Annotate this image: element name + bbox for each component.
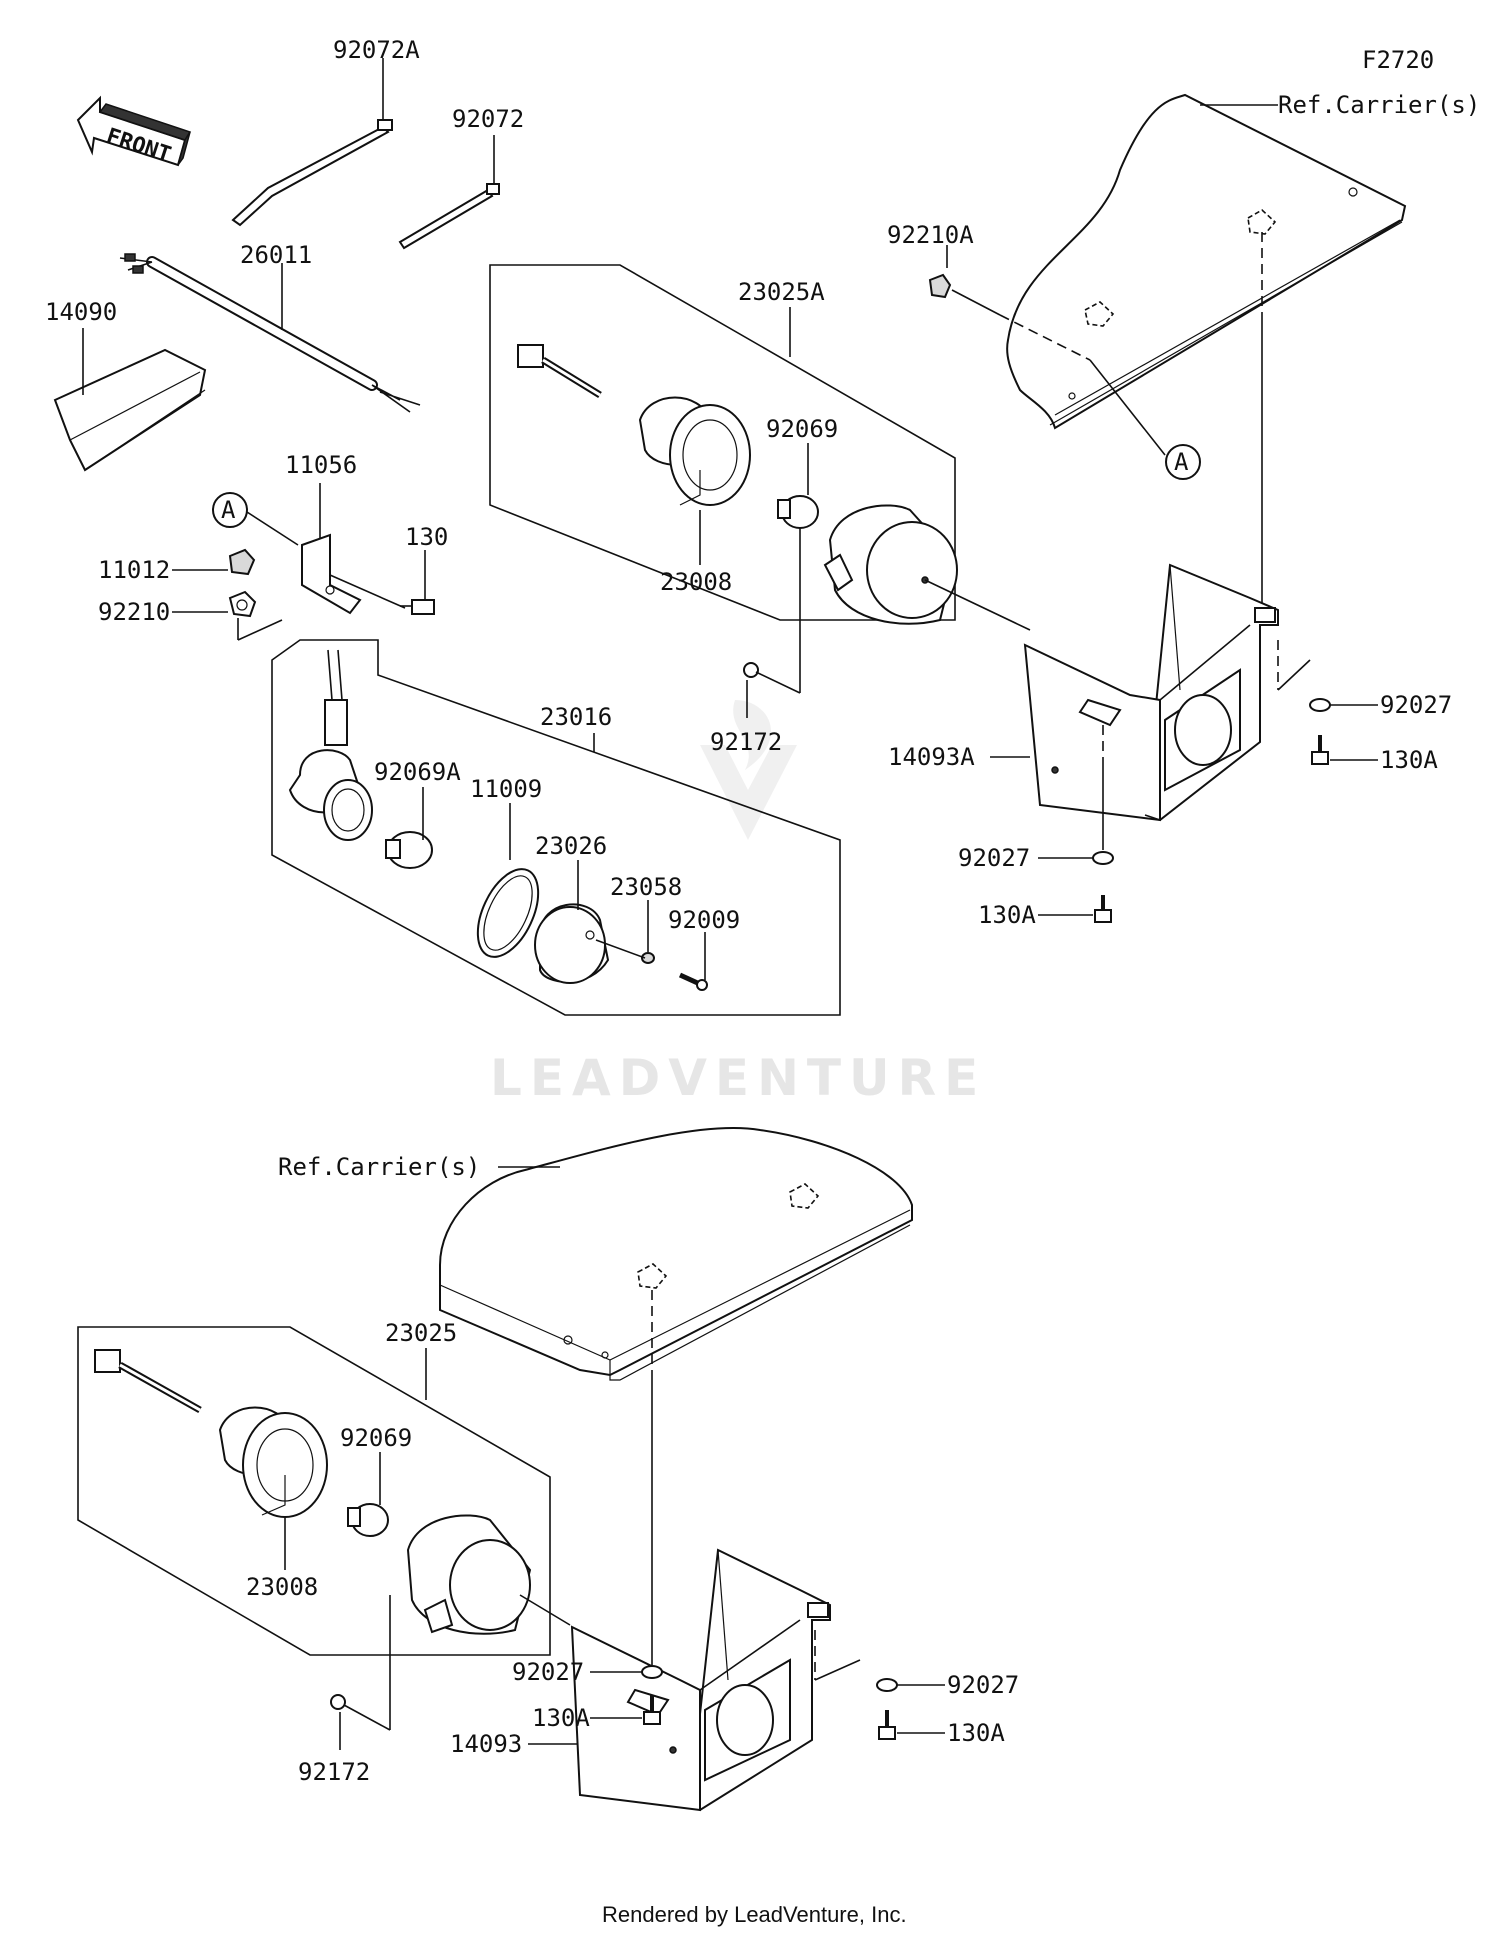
label-92172-bottom: 92172	[298, 1758, 370, 1786]
bulb-92069-bottom	[347, 1503, 389, 1537]
label-92027-b2: 92027	[512, 1658, 584, 1686]
lamp-bracket	[301, 533, 362, 615]
nut-92210	[228, 590, 257, 618]
label-11056: 11056	[285, 451, 357, 479]
watermark-text: LEADVENTURE	[490, 1049, 986, 1107]
tail-lamp-socket	[288, 649, 373, 841]
label-130A-b1: 130A	[947, 1719, 1005, 1747]
screw-92172-top	[743, 662, 759, 678]
bolt-130	[400, 599, 435, 615]
bolt-130A-r2	[1094, 895, 1112, 923]
label-92072: 92072	[452, 105, 524, 133]
clip-icon	[1084, 209, 1277, 327]
cable-tie-short	[398, 183, 500, 250]
label-23058: 23058	[610, 873, 682, 901]
label-130A-r2: 130A	[978, 901, 1036, 929]
callout-a-top-right	[1165, 444, 1201, 480]
label-92027-b1: 92027	[947, 1671, 1019, 1699]
label-23026: 23026	[535, 832, 607, 860]
label-92069A: 92069A	[374, 758, 461, 786]
cable-tie-long	[231, 119, 393, 227]
label-14090: 14090	[45, 298, 117, 326]
label-130: 130	[405, 523, 448, 551]
label-26011: 26011	[240, 241, 312, 269]
label-92027-r2: 92027	[958, 844, 1030, 872]
bolt-130A-r1	[1311, 735, 1329, 765]
headlamp-socket-top	[517, 344, 751, 506]
nut-92210A	[928, 273, 952, 299]
gasket-11009	[476, 868, 540, 958]
bracket-23025A	[489, 264, 956, 621]
label-23016: 23016	[540, 703, 612, 731]
headlamp-socket-bottom	[94, 1349, 328, 1518]
label-92027-r1: 92027	[1380, 691, 1452, 719]
front-arrow-icon	[76, 95, 192, 167]
label-92172-top: 92172	[710, 728, 782, 756]
harness-cover	[53, 348, 207, 472]
headlamp-bottom	[406, 1514, 532, 1635]
lens-23026	[534, 903, 610, 984]
label-11012: 11012	[98, 556, 170, 584]
carrier-bottom	[439, 1127, 913, 1381]
headlamp-top	[823, 504, 958, 625]
bolt-130A-b2	[643, 1695, 661, 1725]
nut-11012	[228, 548, 256, 576]
callout-a-left	[212, 492, 248, 528]
washer-23058	[641, 952, 655, 964]
label-14093A: 14093A	[888, 743, 975, 771]
washer-92027-b2	[641, 1665, 663, 1679]
label-92069-top: 92069	[766, 415, 838, 443]
label-92069-bottom: 92069	[340, 1424, 412, 1452]
label-23025: 23025	[385, 1319, 457, 1347]
clip-icon-bottom	[637, 1183, 820, 1289]
label-130A-r1: 130A	[1380, 746, 1438, 774]
lamp-housing-14093A	[1023, 563, 1279, 822]
bracket-23016	[271, 639, 841, 1016]
label-23008-bottom: 23008	[246, 1573, 318, 1601]
figure-code: F2720	[1362, 46, 1434, 74]
screw-92009	[678, 972, 708, 991]
label-92009: 92009	[668, 906, 740, 934]
lamp-housing-14093	[570, 1548, 831, 1812]
label-92072A: 92072A	[333, 36, 420, 64]
bolt-130A-b1	[878, 1710, 896, 1740]
label-130A-b2: 130A	[532, 1704, 590, 1732]
footer-credit: Rendered by LeadVenture, Inc.	[602, 1902, 907, 1927]
ref-carrier-top: Ref.Carrier(s)	[1278, 91, 1480, 119]
bulb-92069-top	[777, 495, 819, 529]
ref-carrier-bottom: Ref.Carrier(s)	[278, 1153, 480, 1181]
washer-92027-r1	[1309, 698, 1331, 712]
wire-harness	[119, 253, 421, 413]
bulb-92069A	[385, 831, 433, 869]
screw-92172-bottom	[330, 1694, 346, 1710]
label-92210: 92210	[98, 598, 170, 626]
label-14093: 14093	[450, 1730, 522, 1758]
callout-a-top-right-label: A	[1174, 448, 1189, 476]
carrier-top	[1006, 93, 1407, 430]
bracket-23025	[77, 1326, 551, 1656]
washer-92027-b1	[876, 1678, 898, 1692]
callout-a-left-label: A	[221, 496, 236, 524]
watermark-logo	[700, 700, 797, 840]
label-23008-top: 23008	[660, 568, 732, 596]
label-11009: 11009	[470, 775, 542, 803]
washer-92027-r2	[1092, 851, 1114, 865]
label-23025A: 23025A	[738, 278, 825, 306]
label-92210A: 92210A	[887, 221, 974, 249]
